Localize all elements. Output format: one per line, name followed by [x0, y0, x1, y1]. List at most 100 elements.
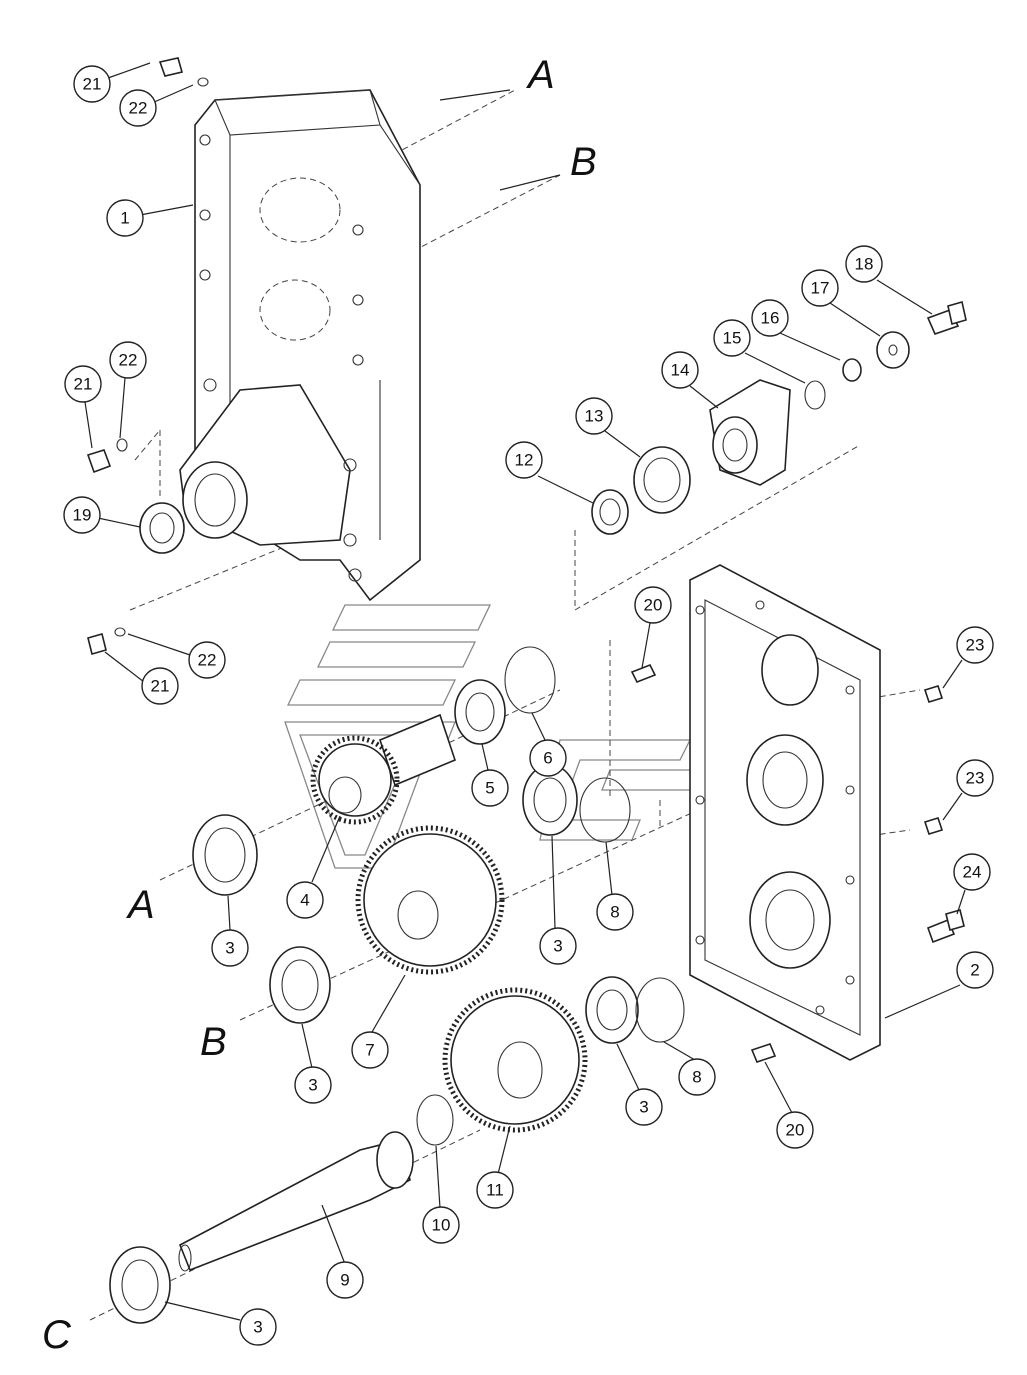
svg-text:9: 9 [340, 1271, 349, 1290]
callout-20-top: 20 [634, 586, 672, 624]
svg-text:21: 21 [83, 75, 102, 94]
svg-text:21: 21 [151, 677, 170, 696]
callout-8-a: 8 [596, 893, 634, 931]
letter-c: C [42, 1313, 72, 1357]
svg-text:5: 5 [485, 779, 494, 798]
svg-text:16: 16 [761, 309, 780, 328]
drain-plug-top [158, 57, 209, 87]
callout-15: 15 [713, 319, 751, 357]
callout-3-c: 3 [294, 1066, 332, 1104]
output-gear-11 [442, 987, 588, 1133]
callout-16: 16 [751, 299, 789, 337]
bearing-3-d [585, 976, 639, 1044]
callout-8-b: 8 [678, 1058, 716, 1096]
output-yoke-14 [709, 379, 791, 486]
svg-text:8: 8 [692, 1068, 701, 1087]
callout-6: 6 [529, 739, 567, 777]
washer-16 [842, 358, 862, 382]
callout-23-top: 23 [956, 626, 994, 664]
svg-text:21: 21 [74, 375, 93, 394]
callout-24: 24 [953, 853, 991, 891]
svg-text:13: 13 [585, 407, 604, 426]
o-ring-15 [804, 380, 826, 410]
snap-ring-10 [416, 1094, 454, 1146]
callout-14: 14 [661, 351, 699, 389]
svg-text:22: 22 [129, 99, 148, 118]
svg-text:10: 10 [432, 1216, 451, 1235]
callout-10: 10 [422, 1206, 460, 1244]
callout-3-d: 3 [625, 1088, 663, 1126]
svg-text:14: 14 [671, 361, 690, 380]
svg-text:20: 20 [786, 1121, 805, 1140]
washer-17 [876, 331, 910, 369]
svg-text:3: 3 [308, 1076, 317, 1095]
letter-b-top: B [570, 140, 597, 184]
letter-b-left: B [200, 1020, 227, 1064]
svg-text:17: 17 [811, 279, 830, 298]
callout-21-top: 21 [73, 65, 111, 103]
svg-text:20: 20 [644, 596, 663, 615]
callout-3-e: 3 [239, 1308, 277, 1346]
svg-text:24: 24 [963, 863, 982, 882]
callout-9: 9 [326, 1261, 364, 1299]
callout-12: 12 [505, 441, 543, 479]
callout-19: 19 [63, 496, 101, 534]
bearing-3-e [109, 1246, 171, 1324]
seal-12 [591, 489, 629, 535]
plug-23-mid [923, 817, 944, 835]
svg-text:18: 18 [855, 255, 874, 274]
svg-text:3: 3 [225, 939, 234, 958]
callout-2: 2 [956, 951, 994, 989]
oil-seal-19 [139, 502, 185, 554]
callout-17: 17 [801, 269, 839, 307]
callout-3-b: 3 [539, 927, 577, 965]
callout-11: 11 [476, 1171, 514, 1209]
svg-text:3: 3 [553, 937, 562, 956]
reference-letters: A B A B C [42, 53, 597, 1357]
drain-plug-mid [86, 438, 128, 474]
callout-5: 5 [471, 769, 509, 807]
cover-plate [689, 564, 881, 1061]
callout-22-mid: 22 [109, 341, 147, 379]
bolt-18 [926, 300, 967, 335]
dowel-pin-20-low [750, 1043, 777, 1063]
callout-4: 4 [286, 881, 324, 919]
bearing-3-c [269, 946, 331, 1024]
seal-13 [633, 446, 691, 514]
svg-text:15: 15 [723, 329, 742, 348]
callout-7: 7 [351, 1031, 389, 1069]
svg-text:2: 2 [970, 961, 979, 980]
svg-text:12: 12 [515, 451, 534, 470]
letter-a-top: A [526, 53, 555, 97]
svg-text:23: 23 [966, 769, 985, 788]
callout-21-mid: 21 [64, 365, 102, 403]
svg-text:11: 11 [486, 1181, 504, 1200]
bearing-5 [454, 679, 506, 745]
svg-text:22: 22 [119, 351, 138, 370]
idler-gear-7 [355, 825, 505, 975]
svg-text:22: 22 [198, 651, 217, 670]
letter-a-left: A [126, 883, 155, 927]
plug-23-top [923, 685, 944, 703]
svg-text:8: 8 [610, 903, 619, 922]
svg-text:6: 6 [543, 749, 552, 768]
bearing-3-a [192, 814, 258, 896]
callout-1: 1 [106, 199, 144, 237]
callout-13: 13 [575, 397, 613, 435]
dowel-pin-20-top [630, 663, 657, 684]
o-ring-6 [504, 646, 556, 714]
svg-text:4: 4 [300, 891, 309, 910]
svg-text:19: 19 [73, 506, 92, 525]
svg-text:1: 1 [120, 209, 129, 228]
callout-22-top: 22 [119, 89, 157, 127]
callout-21-low: 21 [141, 667, 179, 705]
callout-18: 18 [845, 245, 883, 283]
o-ring-8-b [635, 977, 685, 1043]
svg-text:3: 3 [253, 1318, 262, 1337]
output-shaft-9 [178, 1131, 414, 1272]
bolt-24 [926, 909, 965, 944]
callout-3-a: 3 [211, 929, 249, 967]
svg-text:7: 7 [365, 1041, 374, 1060]
callout-22-low: 22 [188, 641, 226, 679]
